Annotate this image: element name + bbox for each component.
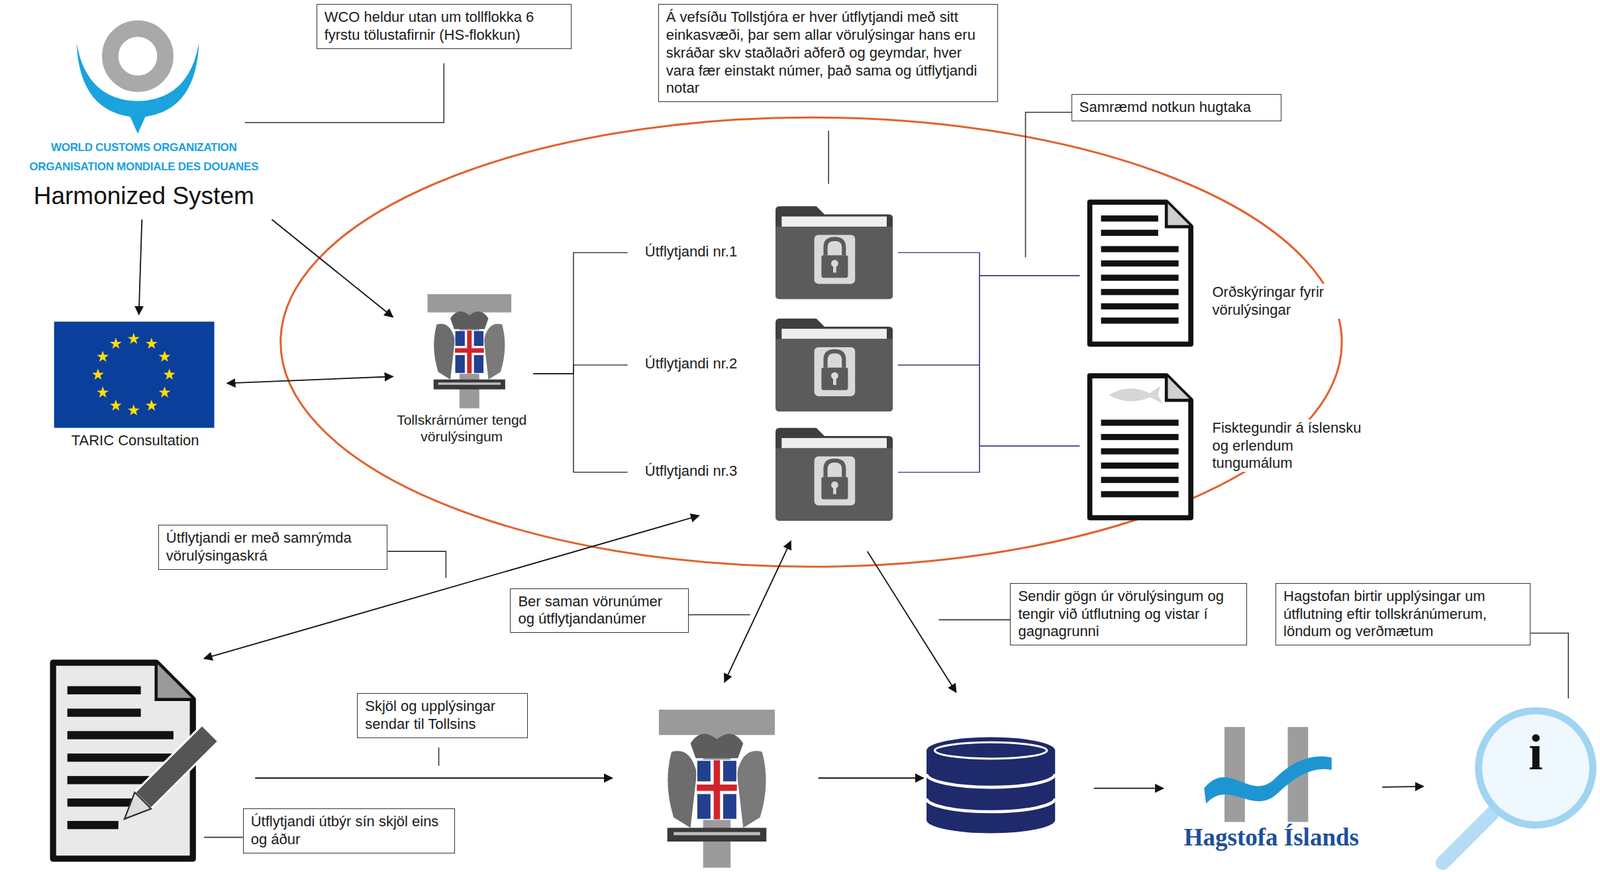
callout-box: Hagstofan birtir upplýsingar um útflutni…	[1275, 582, 1531, 646]
connector	[271, 219, 393, 317]
label-text: Sendir gögn úr vörulýsingum og tengir vi…	[1017, 587, 1239, 641]
icon-node: Hagstofa Íslands	[1163, 719, 1383, 857]
icon-node: WORLD CUSTOMS ORGANIZATION ORGANISATION M…	[5, 15, 286, 220]
label-text: Samræmd notkun hugtaka	[1079, 98, 1274, 117]
callout-box: Skjöl og upplýsingar sendar til Tollsins	[356, 692, 528, 738]
icon-node: Fisktegundir á íslensku og erlendum tung…	[1079, 369, 1371, 523]
label-text: Fisktegundir á íslensku og erlendum tung…	[1211, 419, 1365, 472]
connector	[898, 364, 1080, 446]
connector	[898, 252, 1080, 446]
icon-node: i	[1423, 701, 1597, 868]
label-text: ORGANISATION MONDIALE DES DOUANES	[5, 160, 283, 174]
icon-node: Útflytjandi nr.3	[627, 423, 899, 520]
label-text: Orðskýringar fyrir vörulýsingar	[1211, 283, 1365, 319]
label-text: Á vefsíðu Tollstjóra er hver útflytjandi…	[666, 8, 991, 98]
connector	[533, 364, 628, 374]
callout-box: Útflytjandi útbýr sín skjöl eins og áður	[243, 807, 455, 853]
label-text: WORLD CUSTOMS ORGANIZATION	[5, 141, 283, 155]
connector	[898, 275, 1080, 473]
label-text: Hagstofan birtir upplýsingar um útflutni…	[1283, 587, 1523, 641]
icon-node: Tollskrárnúmer tengd vörulýsingum	[392, 290, 534, 457]
connector	[898, 275, 1080, 365]
icon-node: Útflytjandi nr.2	[627, 316, 899, 414]
connector	[898, 252, 1080, 276]
connector	[139, 219, 143, 314]
connector	[533, 373, 628, 473]
label-text: Útflytjandi er með samrýmda vörulýsingas…	[166, 529, 381, 565]
connector	[227, 376, 393, 383]
callout-box: Ber saman vörunúmer og útflytjandanúmer	[509, 588, 689, 634]
label-text: Skjöl og upplýsingar sendar til Tollsins	[364, 697, 520, 734]
callout-box: Samræmd notkun hugtaka	[1071, 94, 1282, 122]
label-text: Útflytjandi útbýr sín skjöl eins og áður	[250, 812, 448, 849]
callout-box: Útflytjandi er með samrýmda vörulýsingas…	[158, 524, 389, 570]
callout-box: WCO heldur utan um tollflokka 6 fyrstu t…	[316, 3, 572, 50]
connector	[898, 445, 1080, 472]
connector	[1382, 785, 1424, 788]
label-text: Útflytjandi nr.3	[645, 462, 778, 480]
label-text: Harmonized System	[5, 181, 283, 211]
label-text: WCO heldur utan um tollflokka 6 fyrstu t…	[324, 8, 564, 45]
label-text: Ber saman vörunúmer og útflytjandanúmer	[517, 592, 681, 629]
icon-node: TARIC Consultation	[45, 314, 228, 460]
icon-node: Orðskýringar fyrir vörulýsingar	[1079, 198, 1371, 352]
label-text: Útflytjandi nr.2	[645, 354, 778, 373]
label-text: Hagstofa Íslands	[1163, 822, 1381, 852]
label-text: TARIC Consultation	[45, 431, 225, 450]
callout-box: Sendir gögn úr vörulýsingum og tengir vi…	[1009, 582, 1247, 646]
icon-node: Útflytjandi nr.1	[627, 203, 899, 301]
callout-box: Á vefsíðu Tollstjóra er hver útflytjandi…	[658, 3, 999, 102]
connector	[533, 252, 628, 374]
label-text: Útflytjandi nr.1	[645, 243, 778, 261]
label-text: i	[1505, 726, 1567, 778]
label-text: Tollskrárnúmer tengd vörulýsingum	[392, 411, 531, 445]
